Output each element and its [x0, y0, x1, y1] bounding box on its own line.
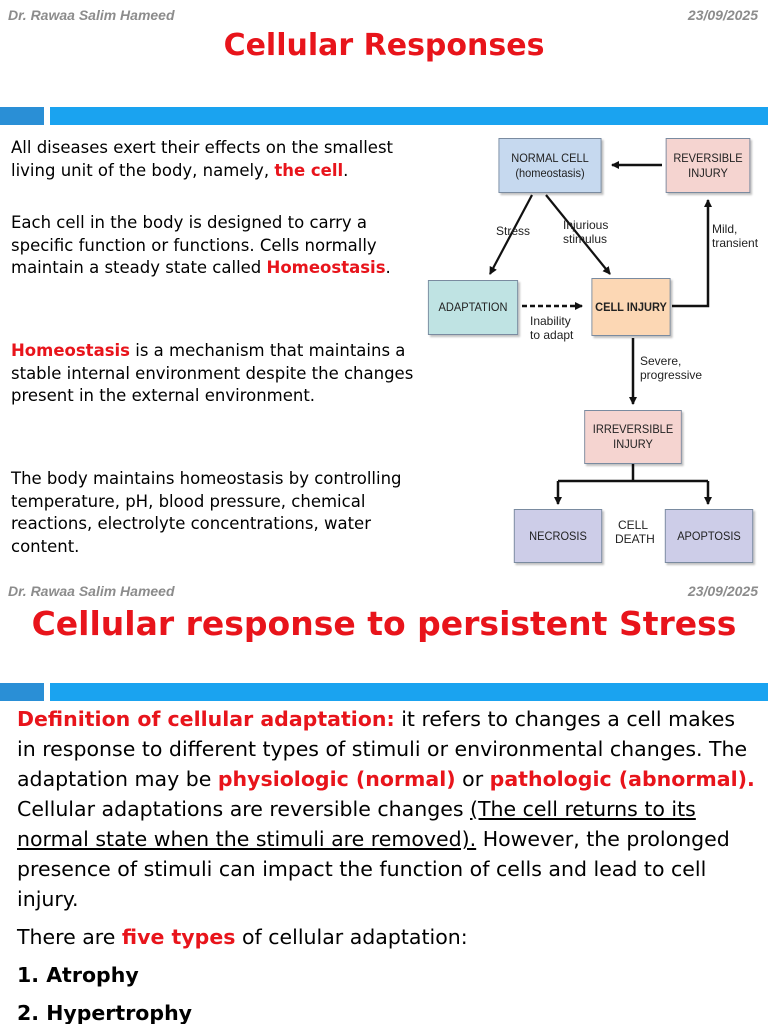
slide-date: 23/09/2025: [687, 583, 758, 599]
diagram-connectors: [489, 161, 712, 505]
definition-paragraph: Definition of cellular adaptation: it re…: [17, 707, 755, 911]
header-bar: [50, 683, 768, 701]
apoptosis-box: APOPTOSIS: [664, 509, 754, 563]
slide-title: Cellular response to persistent Stress: [31, 604, 737, 643]
header-bar-left: [0, 683, 44, 701]
slide-date: 23/09/2025: [687, 7, 758, 23]
list-item-hypertrophy: 2. Hypertrophy: [17, 1001, 193, 1024]
normal-cell-box: NORMAL CELL(homeostasis): [498, 138, 602, 193]
adaptation-box: ADAPTATION: [427, 280, 519, 335]
author-name: Dr. Rawaa Salim Hameed: [8, 7, 175, 23]
paragraph-diseases: All diseases exert their effects on the …: [11, 138, 394, 180]
cell-injury-box: CELL INJURY: [591, 278, 671, 336]
header-bar: [50, 107, 768, 125]
slide-body: Definition of cellular adaptation: it re…: [17, 704, 759, 1024]
paragraph-homeostasis: Homeostasis is a mechanism that maintain…: [11, 341, 414, 405]
label-stress: Stress: [496, 224, 531, 238]
label-severe-progressive: Severe,progressive: [640, 354, 703, 382]
slide-cellular-responses: Dr. Rawaa Salim Hameed 23/09/2025 Cellul…: [0, 7, 768, 572]
slide-persistent-stress: Dr. Rawaa Salim Hameed 23/09/2025 Cellul…: [0, 576, 768, 1024]
paragraph-maintenance: The body maintains homeostasis by contro…: [11, 469, 402, 556]
author-name: Dr. Rawaa Salim Hameed: [8, 583, 175, 599]
header-bar-left: [0, 107, 44, 125]
necrosis-box: NECROSIS: [513, 509, 603, 563]
list-item-atrophy: 1. Atrophy: [17, 963, 139, 987]
slide-title: Cellular Responses: [223, 28, 545, 63]
paragraph-cell-function: Each cell in the body is designed to car…: [11, 213, 391, 277]
types-intro: There are five types of cellular adaptat…: [17, 925, 468, 949]
label-mild-transient: Mild,transient: [712, 222, 759, 250]
